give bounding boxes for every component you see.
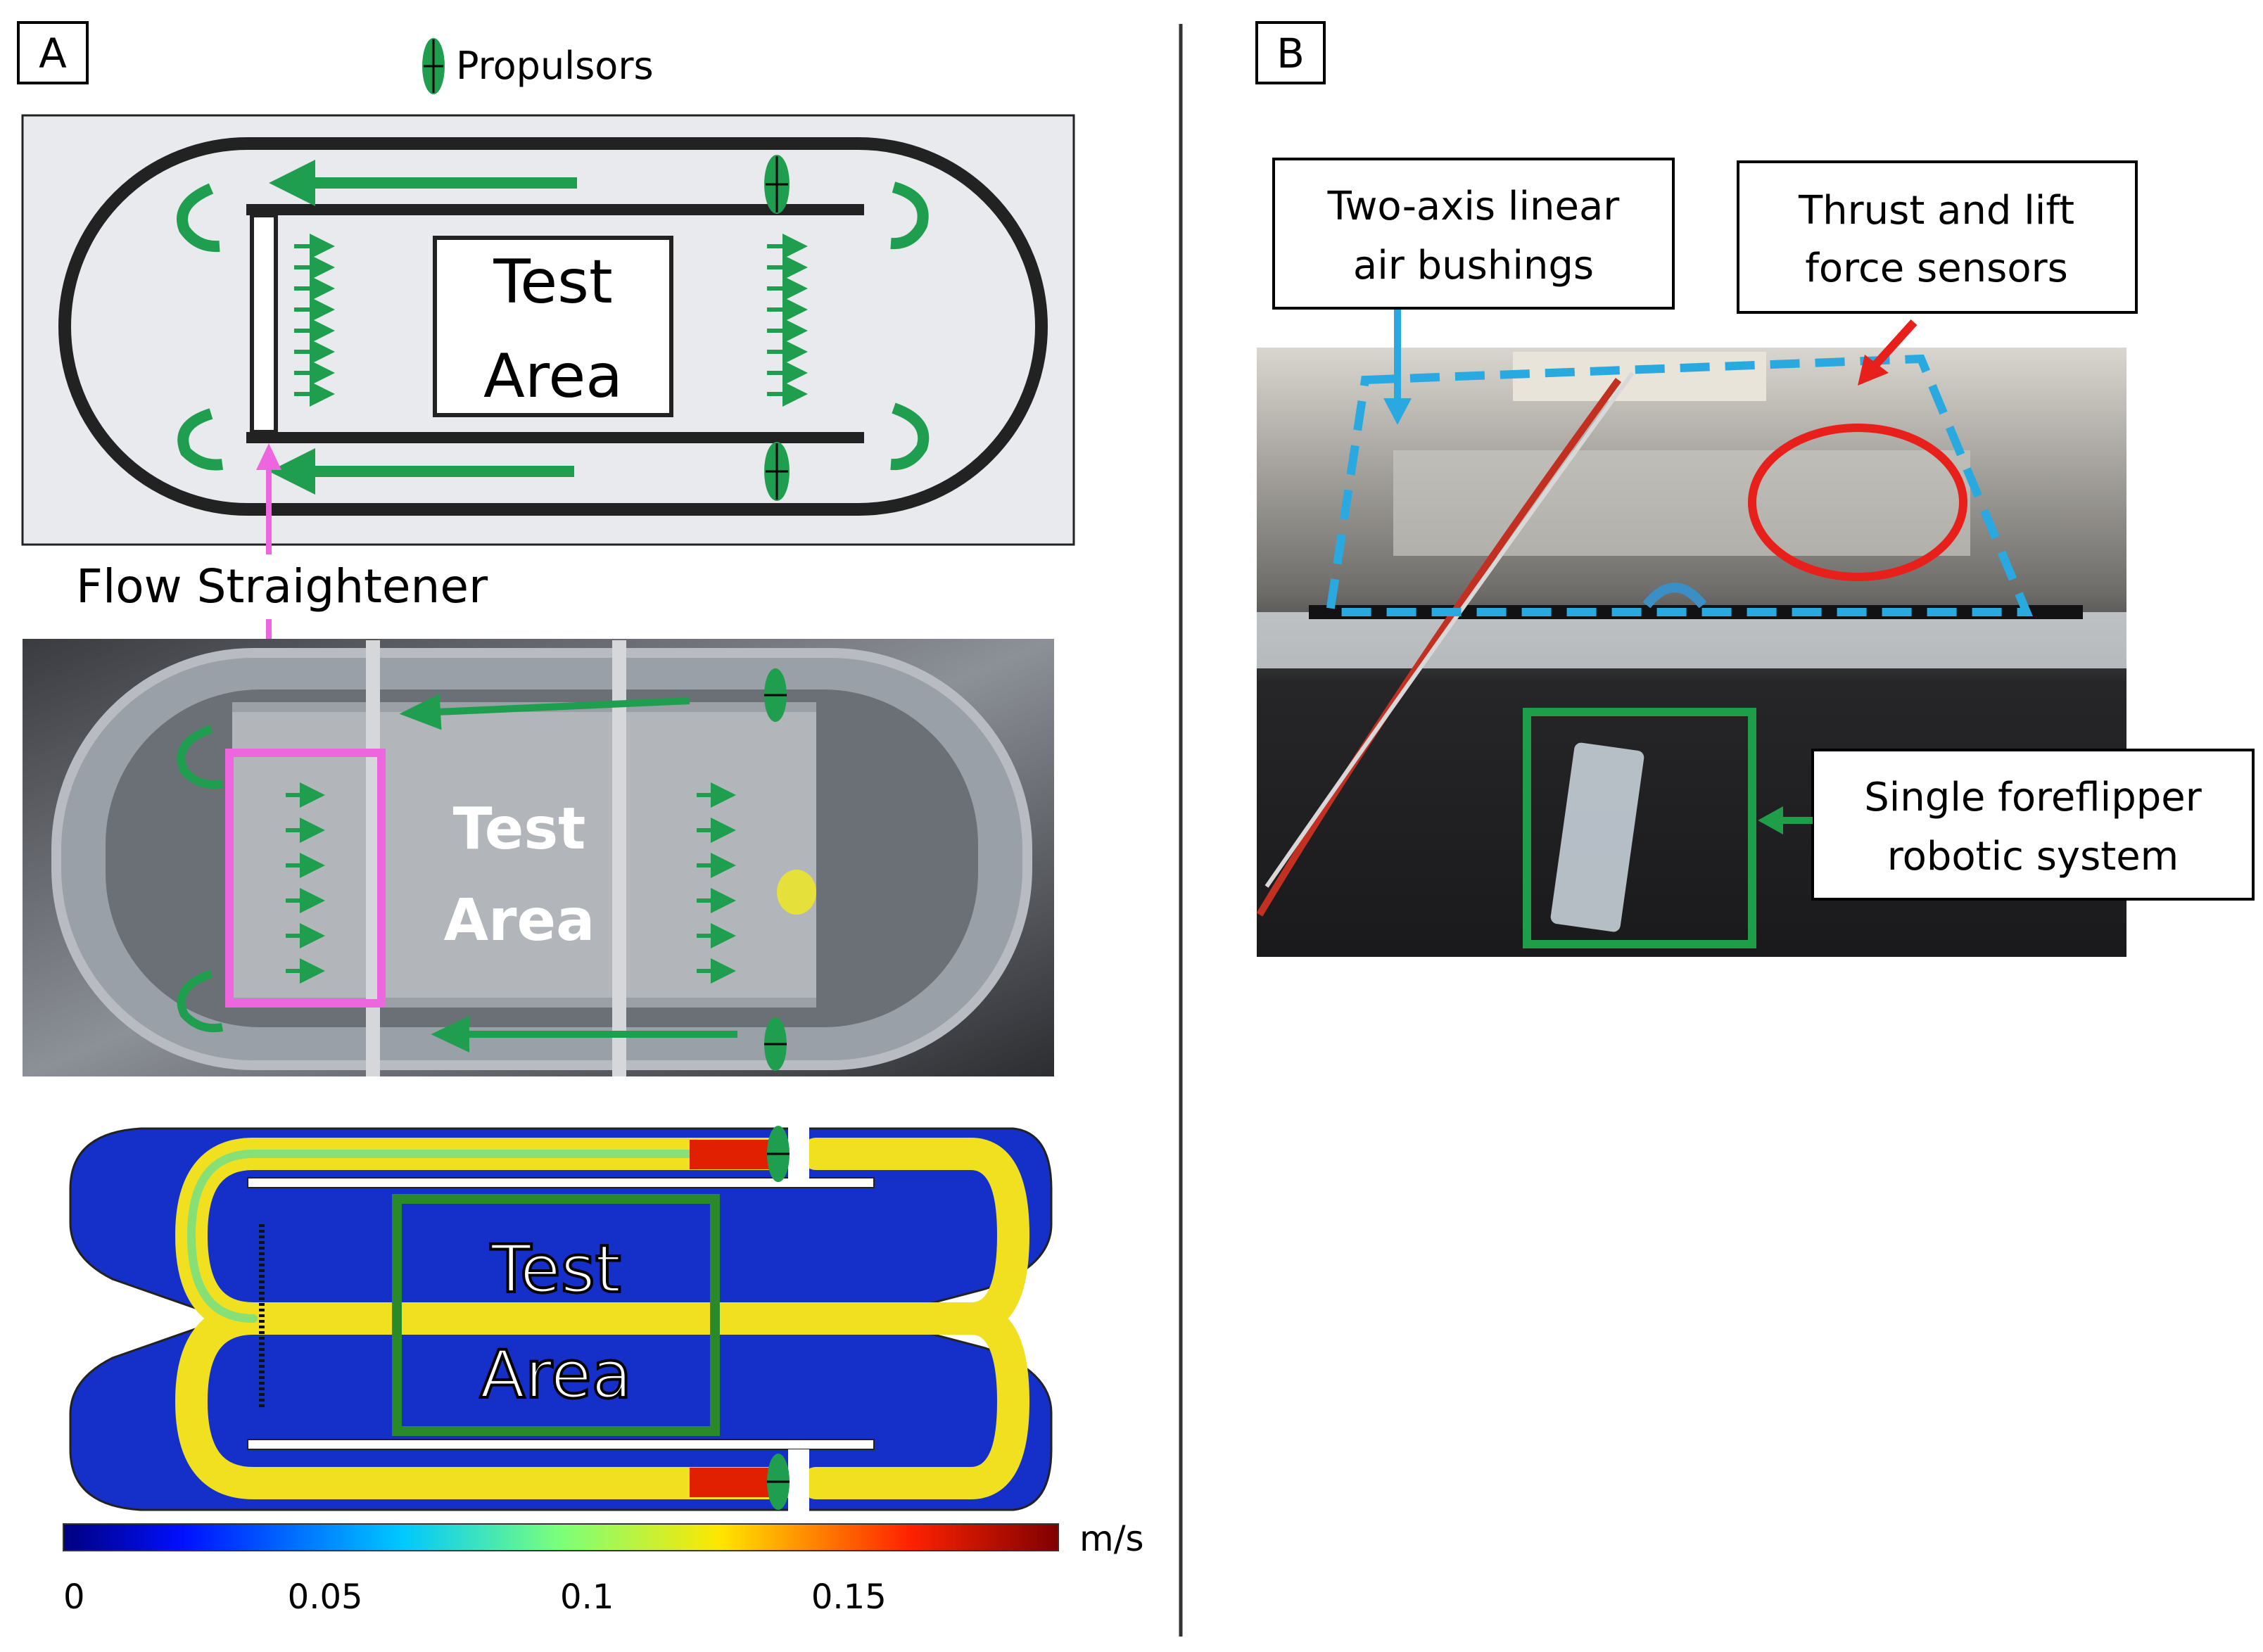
panel-b: B Two-axis linear air bushings Th [1255, 21, 2255, 957]
test-area-line1: Test [493, 247, 612, 317]
cfd-test-area-line2: Area [480, 1337, 632, 1413]
cfd-velocity-map: Test Area [69, 1126, 1053, 1513]
panel-a-label-box [17, 21, 89, 84]
tank-photo: Test Area [23, 639, 1054, 1076]
test-area-box [433, 236, 673, 417]
callout-sensors: Thrust and lift force sensors [1737, 160, 2138, 386]
cfd-test-area-line1: Test [490, 1231, 621, 1308]
callout-sensors-line1: Thrust and lift [1798, 188, 2074, 234]
colorbar-tick-label: 0 [63, 1577, 85, 1617]
colorbar-gradient [63, 1523, 1059, 1551]
photo-long-arrows [399, 694, 737, 1053]
tank-outline [58, 137, 1048, 516]
photo-propulsor-bottom [764, 1017, 787, 1071]
test-area-line2: Area [483, 341, 623, 412]
colorbar-tick-label: 0.15 [811, 1577, 887, 1617]
propulsors-label: Propulsors [456, 44, 654, 88]
robot-outline [1523, 708, 1756, 948]
panel-a: A Propulsors Test Area [17, 21, 1144, 1617]
cfd-propulsor-top [767, 1126, 790, 1182]
sensors-outline [1748, 424, 1967, 581]
colorbar-tick-label: 0.05 [288, 1577, 363, 1617]
corner-arrows [177, 182, 930, 471]
panel-a-label: A [39, 30, 67, 77]
colorbar-tick-label: 0.1 [560, 1577, 614, 1617]
colorbar: 0 0.05 0.1 0.15 m/s [63, 1518, 1144, 1617]
flow-straightener-schematic [250, 213, 278, 434]
propulsor-legend: Propulsors [422, 38, 654, 94]
photo-small-arrows-left [286, 782, 325, 984]
photo-test-area-line1: Test [453, 796, 586, 863]
callout-bushings-line1: Two-axis linear [1327, 184, 1621, 229]
callout-robot-line1: Single foreflipper [1864, 775, 2202, 820]
cfd-flow-bands [175, 1138, 1030, 1499]
flow-arrows-long [269, 160, 577, 495]
colorbar-unit: m/s [1079, 1518, 1144, 1559]
cfd-divider-top [247, 1177, 875, 1188]
cfd-divider-bottom [247, 1439, 875, 1450]
small-arrows-left [294, 234, 335, 407]
rig-photo [1256, 348, 2126, 957]
callout-bushings: Two-axis linear air bushings [1272, 158, 1675, 425]
flow-straightener-label: Flow Straightener [76, 559, 488, 614]
callout-sensors-line2: force sensors [1805, 246, 2068, 291]
tank-schematic: Test Area [21, 114, 1075, 546]
colorbar-ticks: 0 0.05 0.1 0.15 [63, 1577, 887, 1617]
photo-corner-arrows [177, 725, 224, 1033]
photo-test-area-line2: Area [444, 887, 595, 954]
photo-small-arrows-right [697, 782, 736, 984]
cfd-test-area-box [392, 1194, 720, 1436]
small-arrows-right [767, 234, 808, 407]
panel-b-label: B [1276, 30, 1305, 77]
callout-robot: Single foreflipper robotic system [1758, 749, 2255, 901]
bushings-outline [1325, 354, 2033, 616]
flow-straightener-box [225, 749, 386, 1008]
cfd-propulsor-bottom [767, 1454, 790, 1510]
photo-propulsor-top [764, 668, 787, 722]
callout-robot-line2: robotic system [1887, 834, 2179, 879]
callout-bushings-line2: air bushings [1353, 243, 1594, 288]
propulsor-top [764, 155, 790, 214]
panel-b-label-box [1255, 21, 1326, 84]
propulsor-bottom [764, 442, 790, 501]
